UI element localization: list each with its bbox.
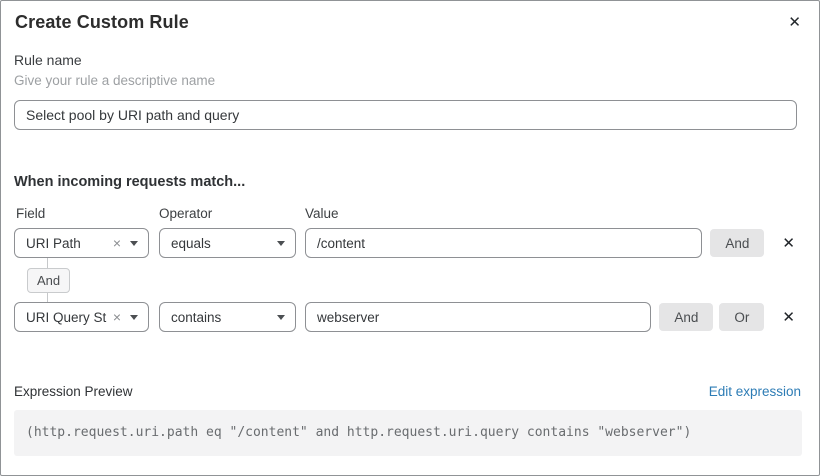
operator-select[interactable]: contains (159, 302, 296, 332)
dialog-title: Create Custom Rule (15, 12, 189, 32)
value-input[interactable] (305, 228, 703, 258)
add-and-condition-button[interactable]: And (710, 229, 765, 257)
clear-icon[interactable]: × (112, 309, 121, 325)
chevron-down-icon (130, 314, 138, 320)
remove-condition-icon[interactable]: ✕ (778, 308, 799, 327)
remove-condition-icon[interactable]: ✕ (778, 234, 799, 253)
expression-preview-label: Expression Preview (14, 384, 133, 399)
column-labels: Field Operator Value (14, 206, 799, 221)
rule-name-input[interactable] (14, 100, 797, 130)
close-icon[interactable]: ✕ (788, 14, 801, 31)
dialog-header: Create Custom Rule ✕ (1, 1, 819, 33)
value-column-label: Value (305, 206, 339, 221)
condition-connector: And (27, 258, 71, 302)
add-and-condition-button[interactable]: And (659, 303, 714, 331)
field-column-label: Field (16, 206, 46, 221)
field-select[interactable]: URI Path × (14, 228, 149, 258)
expression-preview-code: (http.request.uri.path eq "/content" and… (14, 410, 802, 456)
and-connector-badge: And (27, 267, 71, 293)
expression-preview-header: Expression Preview Edit expression (1, 384, 819, 399)
chevron-down-icon (277, 314, 285, 320)
operator-select[interactable]: equals (159, 228, 296, 258)
operator-select-value: contains (171, 309, 222, 325)
condition-row: URI Path × equals And ✕ (14, 228, 799, 258)
value-input[interactable] (305, 302, 652, 332)
condition-row: URI Query St... × contains And Or ✕ (14, 302, 799, 332)
operator-column-label: Operator (159, 206, 213, 221)
chevron-down-icon (277, 240, 285, 246)
rule-name-hint: Give your rule a descriptive name (14, 73, 216, 88)
clear-icon[interactable]: × (112, 235, 121, 251)
add-or-condition-button[interactable]: Or (719, 303, 765, 331)
rule-name-label: Rule name (14, 52, 82, 68)
field-select[interactable]: URI Query St... × (14, 302, 149, 332)
edit-expression-link[interactable]: Edit expression (708, 384, 801, 399)
operator-select-value: equals (171, 235, 211, 251)
match-heading: When incoming requests match... (14, 174, 246, 190)
chevron-down-icon (130, 240, 138, 246)
field-select-value: URI Query St... (26, 309, 107, 325)
match-builder-section: When incoming requests match... Field Op… (1, 174, 819, 332)
rule-name-section: Rule name Give your rule a descriptive n… (1, 52, 819, 130)
field-select-value: URI Path (26, 235, 81, 251)
